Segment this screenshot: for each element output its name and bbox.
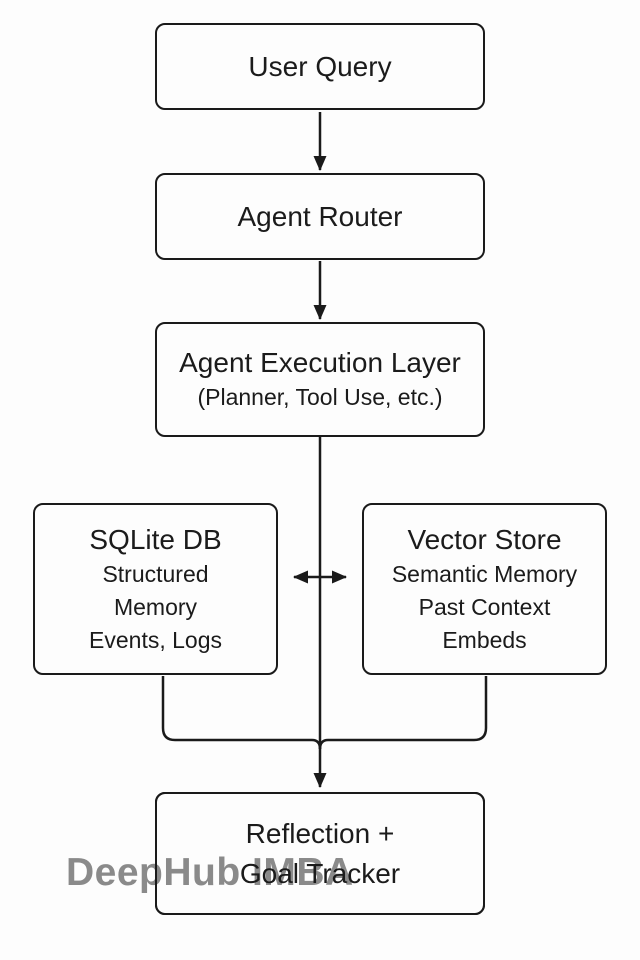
node-sqlite-db-line-3: Events, Logs xyxy=(89,627,222,653)
node-execution-layer-label: Agent Execution Layer xyxy=(179,347,461,378)
node-vector-store: Vector Store Semantic Memory Past Contex… xyxy=(362,503,607,675)
node-reflection-label-line-2: Goal Tracker xyxy=(239,857,401,889)
node-agent-router-label: Agent Router xyxy=(237,200,403,232)
node-execution-layer: Agent Execution Layer (Planner, Tool Use… xyxy=(155,322,485,437)
node-sqlite-db: SQLite DB Structured Memory Events, Logs xyxy=(33,503,278,675)
node-sqlite-db-label: SQLite DB xyxy=(89,524,222,555)
watermark-text: DeepHub IMBA xyxy=(66,851,354,894)
node-user-query-label: User Query xyxy=(248,50,392,82)
node-execution-layer-subtitle: (Planner, Tool Use, etc.) xyxy=(197,384,443,410)
node-agent-router: Agent Router xyxy=(155,173,485,260)
node-user-query: User Query xyxy=(155,23,485,110)
node-vector-store-line-3: Embeds xyxy=(442,627,527,653)
node-reflection-label-line-1: Reflection + xyxy=(245,817,395,849)
node-vector-store-line-1: Semantic Memory xyxy=(391,561,578,587)
node-vector-store-line-2: Past Context xyxy=(418,594,551,620)
merge-line-vector-to-reflection xyxy=(318,676,488,750)
merge-line-sqlite-to-reflection xyxy=(161,676,322,750)
node-sqlite-db-line-1: Structured xyxy=(102,561,209,587)
node-reflection-goal-tracker: Reflection + Goal Tracker xyxy=(155,792,485,915)
node-vector-store-label: Vector Store xyxy=(407,524,562,555)
node-sqlite-db-line-2: Memory xyxy=(113,594,198,620)
